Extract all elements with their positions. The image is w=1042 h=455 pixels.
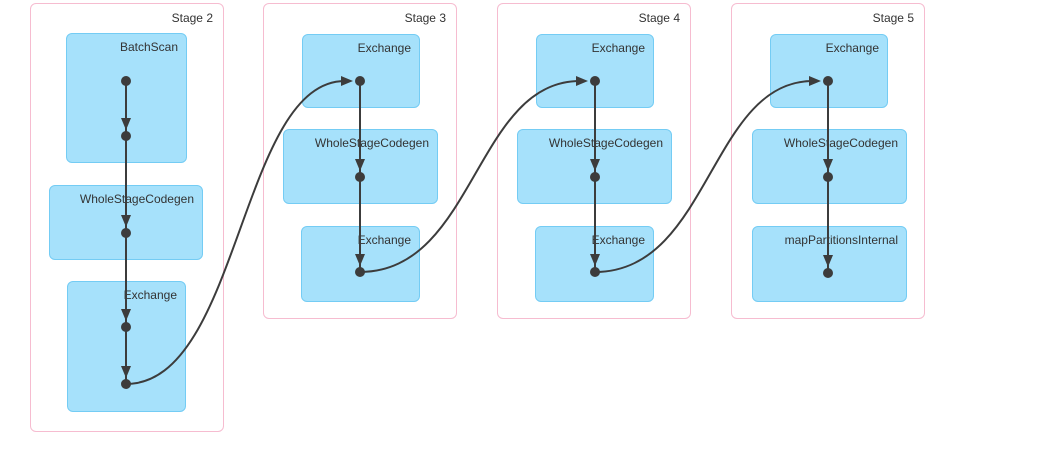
node-wholestagecodegen[interactable]: WholeStageCodegen bbox=[752, 129, 907, 204]
node-label: Exchange bbox=[591, 233, 645, 247]
node-label: WholeStageCodegen bbox=[314, 136, 429, 150]
node-exchange[interactable]: Exchange bbox=[302, 34, 420, 108]
node-label: Exchange bbox=[357, 233, 411, 247]
node-exchange[interactable]: Exchange bbox=[535, 226, 654, 302]
node-label: Exchange bbox=[591, 41, 645, 55]
stage-label: Stage 3 bbox=[404, 11, 446, 25]
stage-label: Stage 4 bbox=[638, 11, 680, 25]
node-label: Exchange bbox=[825, 41, 879, 55]
node-wholestagecodegen[interactable]: WholeStageCodegen bbox=[49, 185, 203, 260]
node-mappartitionsinternal[interactable]: mapPartitionsInternal bbox=[752, 226, 907, 302]
node-label: WholeStageCodegen bbox=[79, 192, 194, 206]
node-label: Exchange bbox=[357, 41, 411, 55]
node-label: Exchange bbox=[123, 288, 177, 302]
node-label: mapPartitionsInternal bbox=[784, 233, 898, 247]
node-label: WholeStageCodegen bbox=[783, 136, 898, 150]
node-label: BatchScan bbox=[119, 40, 178, 54]
node-exchange[interactable]: Exchange bbox=[301, 226, 420, 302]
node-exchange[interactable]: Exchange bbox=[536, 34, 654, 108]
node-exchange[interactable]: Exchange bbox=[770, 34, 888, 108]
node-wholestagecodegen[interactable]: WholeStageCodegen bbox=[283, 129, 438, 204]
stage-label: Stage 2 bbox=[171, 11, 213, 25]
node-wholestagecodegen[interactable]: WholeStageCodegen bbox=[517, 129, 672, 204]
node-batchscan[interactable]: BatchScan bbox=[66, 33, 187, 163]
node-label: WholeStageCodegen bbox=[548, 136, 663, 150]
node-exchange[interactable]: Exchange bbox=[67, 281, 186, 412]
stage-label: Stage 5 bbox=[872, 11, 914, 25]
